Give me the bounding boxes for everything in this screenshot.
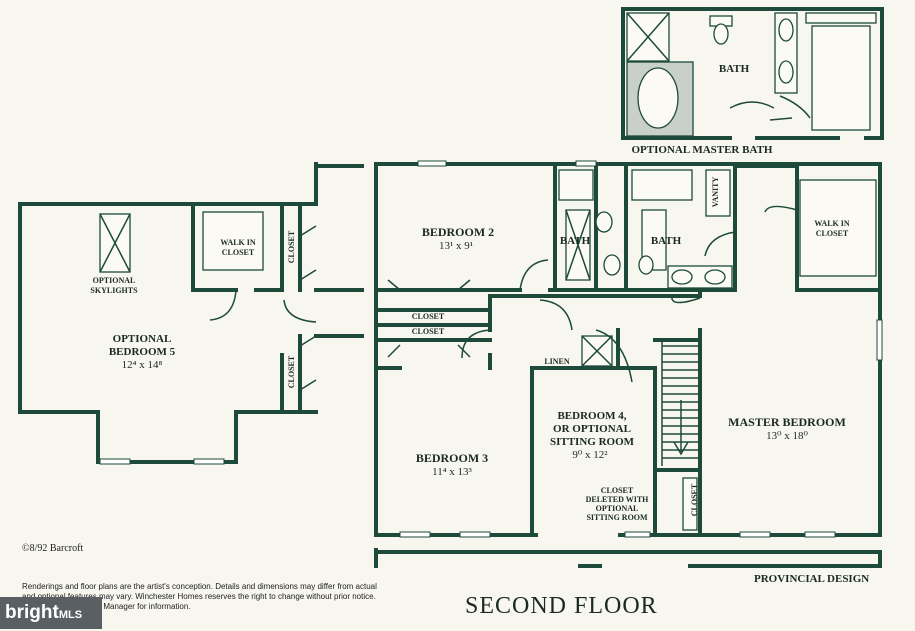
closet-deleted-4: SITTING ROOM [586,513,648,522]
bedroom4-name3: SITTING ROOM [550,436,635,448]
walkin-right-2: CLOSET [816,229,849,238]
bedroom4-name1: BEDROOM 4, [557,410,626,422]
optional-master-bath-plan [621,7,884,140]
master-dim: 13⁰ x 18⁰ [766,430,808,442]
brand-name: bright [5,602,59,623]
design-name: PROVINCIAL DESIGN [754,573,870,585]
bedroom5-dim: 12⁴ x 14⁸ [122,359,163,371]
master-name: MASTER BEDROOM [728,415,846,429]
porch-outline [374,548,882,568]
skylights-2: SKYLIGHTS [90,286,138,295]
brand-suffix: MLS [58,609,83,621]
linen-label: LINEN [544,357,570,366]
bath-opt-label: BATH [719,63,750,75]
closet-deleted-2: DELETED WITH [586,495,650,504]
walkin-left-1: WALK IN [220,238,256,247]
brand-logo: brightMLS [0,597,102,629]
vanity-label: VANITY [711,177,720,208]
bedroom2-dim: 13¹ x 9¹ [439,240,473,252]
closet-label-4: CLOSET [287,355,296,388]
bedroom3-dim: 11⁴ x 13³ [432,466,472,478]
closet-label-5: CLOSET [690,483,699,516]
closet-label-2: CLOSET [412,327,445,336]
closet-deleted-1: CLOSET [601,486,634,495]
walkin-right-1: WALK IN [814,219,850,228]
bedroom5-name1: OPTIONAL [113,333,172,345]
closet-deleted-3: OPTIONAL [596,504,639,513]
copyright: ©8/92 Barcroft [22,543,84,554]
optional-wing-walls [18,162,364,465]
closet-label-3: CLOSET [287,230,296,263]
bedroom4-dim: 9⁰ x 12² [572,449,608,461]
room-labels: BEDROOM 2 13¹ x 9¹ BEDROOM 3 11⁴ x 13³ B… [90,63,849,522]
bath-b-label: BATH [651,235,682,247]
bedroom5-name2: BEDROOM 5 [109,346,176,358]
disclaimer: Renderings and floor plans are the artis… [22,582,377,611]
bedroom2-name: BEDROOM 2 [422,225,494,239]
closet-label-1: CLOSET [412,312,445,321]
walkin-left-2: CLOSET [222,248,255,257]
optional-master-bath-label: OPTIONAL MASTER BATH [632,144,773,156]
bath-fixtures [558,169,877,531]
bath-a-label: BATH [560,235,591,247]
door-swings [387,205,798,383]
bedroom3-name: BEDROOM 3 [416,451,488,465]
skylights-1: OPTIONAL [93,276,136,285]
windows [399,160,883,538]
stairs [661,340,700,466]
page-title: SECOND FLOOR [465,593,658,619]
bedroom4-name2: OR OPTIONAL [553,423,631,435]
